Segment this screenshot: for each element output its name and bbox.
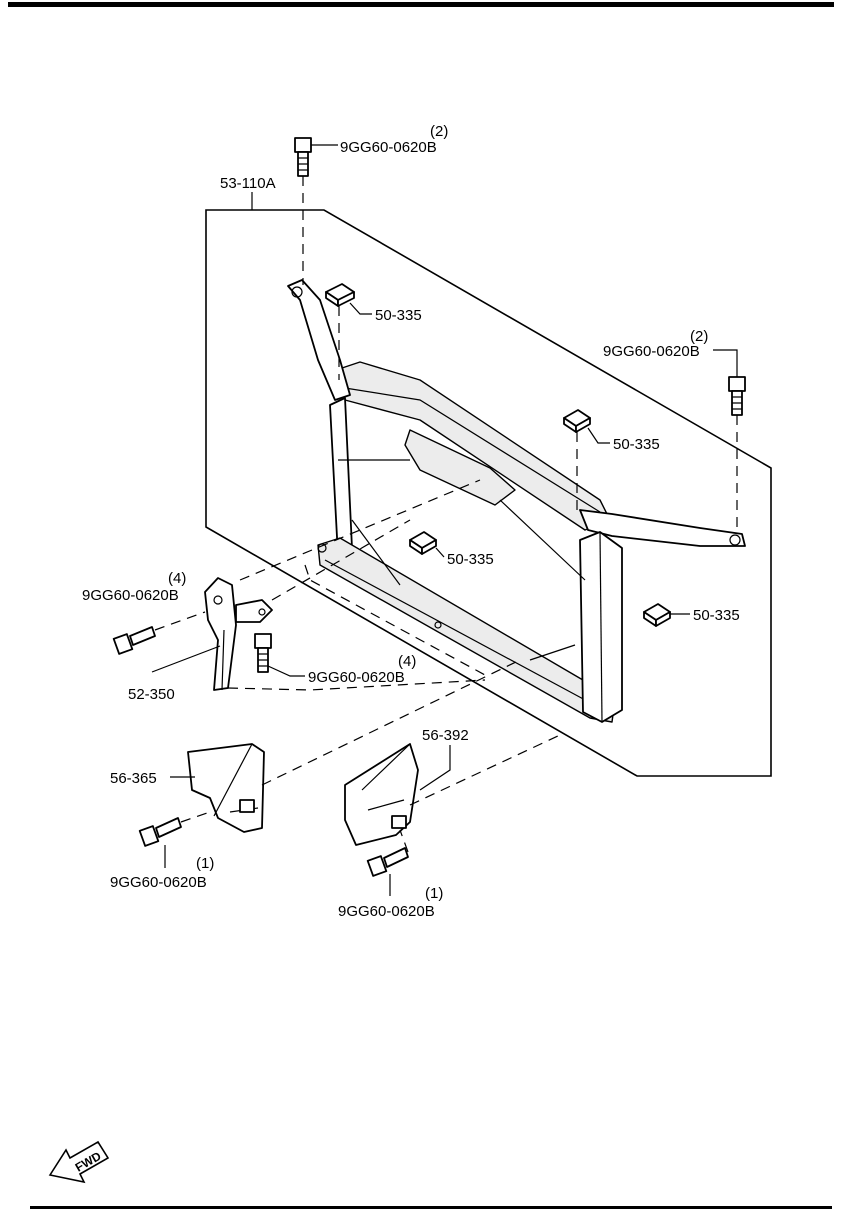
assembly-outline (205, 209, 772, 777)
label-bolt-top-qty: (2) (430, 123, 448, 140)
label-bolt-bl-part: 9GG60-0620B (110, 874, 207, 891)
label-nut-d: 50-335 (693, 607, 740, 624)
label-assembly: 53-110A (220, 175, 276, 192)
radiator-support-frame (287, 279, 746, 723)
label-cover-left: 56-365 (110, 770, 157, 787)
label-bolt-mid-qty: (4) (398, 653, 416, 670)
label-bolt-mid-part: 9GG60-0620B (308, 669, 405, 686)
label-bracket: 52-350 (128, 686, 175, 703)
bolt-top (294, 137, 312, 177)
nut-c (409, 531, 437, 555)
label-bolt-br-part: 9GG60-0620B (338, 903, 435, 920)
label-cover-right: 56-392 (422, 727, 469, 744)
label-nut-b: 50-335 (613, 436, 660, 453)
nut-d (643, 603, 671, 627)
bottom-rule (30, 1206, 832, 1209)
fwd-label: FWD (73, 1149, 104, 1175)
bolt-left (112, 626, 156, 655)
label-bolt-right-qty: (2) (690, 328, 708, 345)
nut-a (325, 283, 355, 307)
label-bolt-left-part: 9GG60-0620B (82, 587, 179, 604)
cover-56-392 (344, 743, 419, 846)
label-bolt-left-qty: (4) (168, 570, 186, 587)
fwd-arrow-icon: FWD (48, 1140, 110, 1184)
top-rule (8, 2, 834, 7)
label-bolt-right-part: 9GG60-0620B (603, 343, 700, 360)
label-nut-c: 50-335 (447, 551, 494, 568)
label-bolt-top-part: 9GG60-0620B (340, 139, 437, 156)
bolt-bottom-left (138, 817, 182, 847)
nut-b (563, 409, 591, 433)
cover-56-365 (187, 743, 265, 833)
label-bolt-br-qty: (1) (425, 885, 443, 902)
label-nut-a: 50-335 (375, 307, 422, 324)
bolt-bottom-right (366, 847, 409, 877)
label-bolt-bl-qty: (1) (196, 855, 214, 872)
bolt-mid (254, 633, 272, 673)
bolt-right (728, 376, 746, 416)
